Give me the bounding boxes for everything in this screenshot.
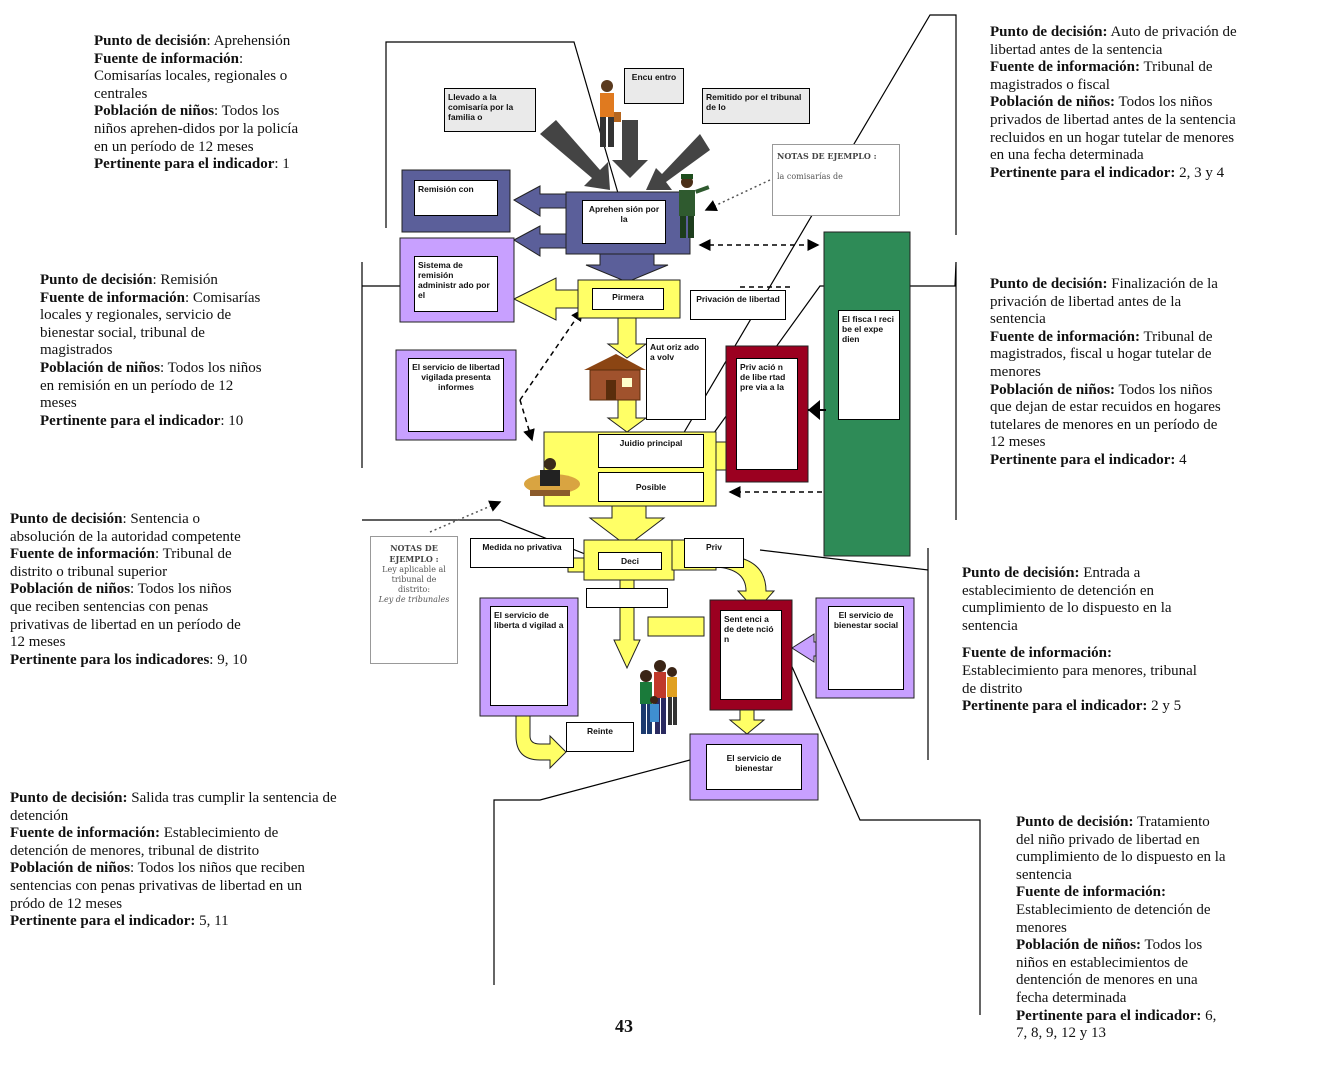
panel-entrada: Punto de decisión: Entrada a establecimi… — [962, 565, 1197, 715]
llevado-box: Llevado a la comisaría por la familia o — [444, 88, 536, 132]
family-group-icon — [640, 660, 677, 734]
juicio-principal-box: Juidio principal — [598, 434, 704, 468]
panel-aprehension: Punto de decisión: Aprehensión Fuente de… — [94, 33, 299, 173]
notas-ejemplo-top: NOTAS DE EJEMPLO : la comisarías de — [772, 144, 900, 216]
panel-tratamiento: Punto de decisión: Tratamiento del niño … — [1016, 814, 1226, 1042]
servicio-vigilada-box: El servicio de liberta d vigilad a — [490, 606, 568, 706]
panel-auto-privacion: Punto de decisión: Auto de privación de … — [990, 24, 1237, 181]
privacion-previa-box: Priv ació n de libe rtad pre via a la — [736, 358, 798, 470]
medida-box: Medida no privativa — [470, 538, 574, 568]
reintegracion-box: Reinte — [566, 722, 634, 752]
notas-body-bottom: Ley aplicable al tribunal de distrito: — [382, 565, 446, 594]
standing-boy-icon — [600, 80, 621, 147]
notas-italic-bottom: Ley de tribunales — [378, 595, 450, 604]
encuentro-box: Encu entro — [624, 68, 684, 104]
remision-con-box: Remisión con — [414, 180, 498, 216]
panel-sentencia: Punto de decisión: Sentencia o absolució… — [10, 511, 248, 668]
decision-box: Deci — [598, 552, 662, 570]
pirmera-box: Pirmera — [592, 288, 664, 310]
panel-salida: Punto de decisión: Salida tras cumplir l… — [10, 790, 337, 930]
aprehension-por-box: Aprehen sión por la — [582, 200, 666, 244]
sentencia-detencion-box: Sent enci a de dete nció n — [720, 610, 782, 700]
blank-box — [586, 588, 668, 608]
dotted-note-arrows — [429, 179, 771, 533]
dashed-arrows — [519, 239, 822, 498]
judge-icon — [524, 458, 580, 496]
priv-box: Priv — [684, 538, 744, 568]
servicio-libertad-informes-box: El servicio de libertad vigilada present… — [408, 358, 504, 432]
police-officer-icon — [679, 174, 710, 238]
notas-title-bottom: NOTAS DE EJEMPLO : — [389, 543, 439, 564]
notas-title-top: NOTAS DE EJEMPLO : — [777, 151, 877, 161]
sistema-remision-box: Sistema de remisión administr ado por el — [414, 256, 498, 312]
posible-box: Posible — [598, 472, 704, 502]
notas-body-top: la comisarías de — [777, 172, 843, 181]
bienestar-box: El servicio de bienestar — [706, 744, 802, 790]
notas-ejemplo-bottom: NOTAS DE EJEMPLO : Ley aplicable al trib… — [370, 536, 458, 664]
fiscal-box: El fisca l reci be el expe dien — [838, 310, 900, 420]
privacion-top-box: Privación de libertad — [690, 290, 786, 320]
remitido-box: Remitido por el tribunal de lo — [702, 88, 810, 124]
panel-remision: Punto de decisión: Remisión Fuente de in… — [40, 272, 262, 429]
page-number: 43 — [615, 1016, 633, 1036]
house-icon — [584, 354, 646, 401]
autorizado-box: Aut oriz ado a volv — [646, 338, 706, 420]
bienestar-social-box: El servicio de bienestar social — [828, 606, 904, 690]
panel-finalizacion: Punto de decisión: Finalización de la pr… — [990, 276, 1221, 468]
